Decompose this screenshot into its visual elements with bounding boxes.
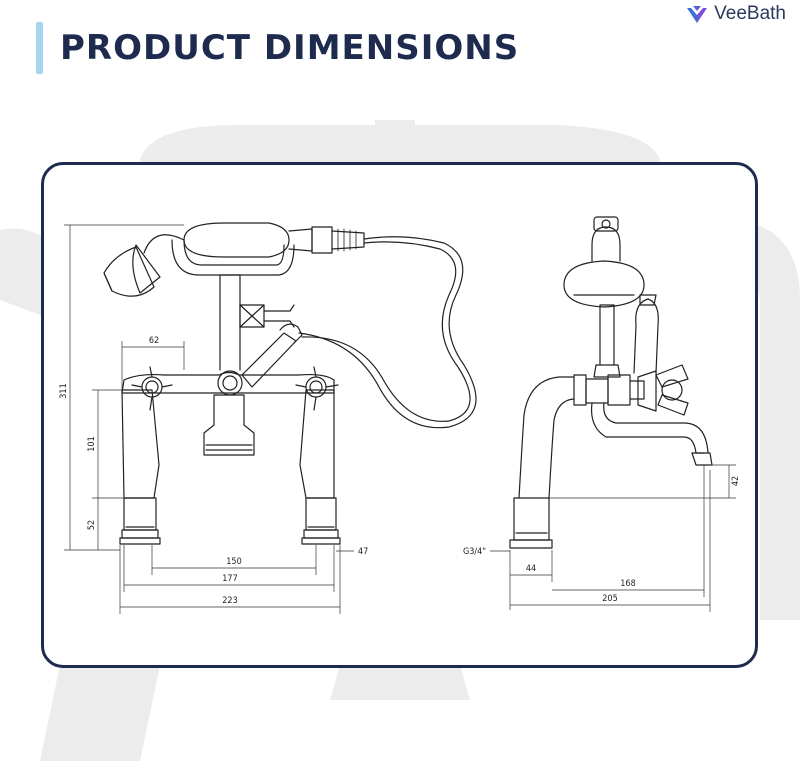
page-title: PRODUCT DIMENSIONS xyxy=(60,28,520,68)
dim-overall-width: 223 xyxy=(222,596,237,606)
dim-handle-spacing: 62 xyxy=(149,336,159,346)
dim-base-depth: 44 xyxy=(526,564,536,574)
side-view xyxy=(509,216,713,549)
brand-name: VeeBath xyxy=(714,3,786,24)
front-view xyxy=(103,222,477,545)
brand[interactable]: VeeBath xyxy=(686,3,786,25)
title-accent-bar xyxy=(36,22,43,74)
dim-spout-height: 42 xyxy=(731,476,741,486)
dim-spout-reach: 168 xyxy=(620,579,635,589)
dim-leg-outer: 177 xyxy=(222,574,237,584)
dim-thread: G3/4" xyxy=(463,547,486,557)
dim-base-height: 52 xyxy=(87,520,97,530)
technical-drawing: 311 101 52 62 150 177 223 47 G3/4" 44 16… xyxy=(59,216,741,614)
dim-leg-centres: 150 xyxy=(226,557,241,567)
dimensions-panel: 311 101 52 62 150 177 223 47 G3/4" 44 16… xyxy=(41,162,758,668)
veebath-logo-icon xyxy=(687,6,708,23)
dim-height-to-handles: 101 xyxy=(87,436,97,451)
dim-overall-depth: 205 xyxy=(602,594,617,604)
dim-height-total: 311 xyxy=(59,383,69,398)
dim-base-diameter: 47 xyxy=(358,547,368,557)
